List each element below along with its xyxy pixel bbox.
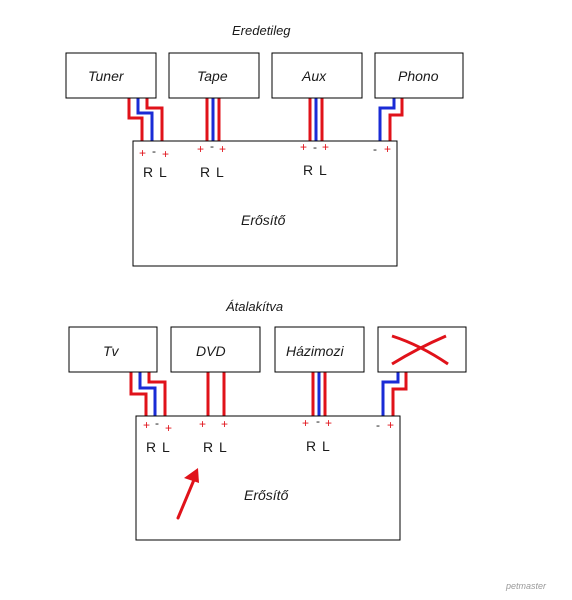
sign: + bbox=[197, 142, 204, 156]
device-tape: Tape bbox=[168, 52, 260, 99]
sign: + bbox=[302, 416, 309, 430]
device-label-dvd: DVD bbox=[196, 343, 226, 359]
device-label-aux: Aux bbox=[301, 68, 327, 84]
arrow-icon bbox=[176, 468, 199, 520]
sign: + bbox=[387, 418, 394, 432]
converted-title: Átalakítva bbox=[225, 299, 283, 314]
wire-phono-positive bbox=[388, 98, 404, 141]
amplifier-converted: Erősítő bbox=[135, 415, 401, 541]
device-label-tv: Tv bbox=[103, 343, 120, 359]
device-phono: Phono bbox=[374, 52, 464, 99]
original-terminal-signs: + - + + - + + - + - + bbox=[139, 139, 391, 161]
sign: + bbox=[384, 142, 391, 156]
sign: + bbox=[143, 418, 150, 432]
sign: - bbox=[316, 414, 320, 428]
device-hazimozi: Házimozi bbox=[274, 326, 365, 373]
wire-phono-negative bbox=[378, 98, 396, 141]
device-label-tuner: Tuner bbox=[88, 68, 125, 84]
channel-label: R L bbox=[306, 438, 331, 454]
sign: - bbox=[152, 144, 156, 158]
sign: - bbox=[313, 140, 317, 154]
channel-label: R L bbox=[143, 164, 168, 180]
channel-label: R L bbox=[303, 162, 328, 178]
sign: - bbox=[210, 139, 214, 153]
wire-removed-positive bbox=[391, 372, 408, 416]
sign: + bbox=[219, 142, 226, 156]
watermark: petmaster bbox=[505, 581, 547, 591]
device-aux: Aux bbox=[271, 52, 363, 99]
wire-tuner-negative bbox=[136, 98, 154, 141]
original-wires bbox=[127, 98, 404, 141]
sign: - bbox=[373, 142, 377, 156]
wire-tv-positive-right bbox=[129, 372, 148, 416]
device-removed bbox=[377, 326, 467, 373]
sign: + bbox=[322, 140, 329, 154]
sign: + bbox=[221, 417, 228, 431]
amplifier-original: Erősítő bbox=[132, 140, 398, 267]
original-title: Eredetileg bbox=[232, 23, 291, 38]
converted-wires bbox=[129, 372, 408, 416]
wire-tuner-positive-left bbox=[145, 98, 164, 141]
wire-removed-negative bbox=[381, 372, 400, 416]
amplifier-label-original: Erősítő bbox=[241, 212, 286, 228]
device-label-phono: Phono bbox=[398, 68, 439, 84]
sign: + bbox=[162, 147, 169, 161]
device-label-hazimozi: Házimozi bbox=[286, 343, 344, 359]
sign: + bbox=[139, 146, 146, 160]
sign: + bbox=[325, 416, 332, 430]
sign: + bbox=[199, 417, 206, 431]
wire-tv-positive-left bbox=[147, 372, 167, 416]
device-tv: Tv bbox=[68, 326, 158, 373]
sign: + bbox=[300, 140, 307, 154]
device-label-tape: Tape bbox=[197, 68, 228, 84]
device-tuner: Tuner bbox=[65, 52, 157, 99]
channel-label: R L bbox=[203, 439, 228, 455]
device-dvd: DVD bbox=[170, 326, 261, 373]
channel-label: R L bbox=[146, 439, 171, 455]
wire-tuner-positive-right bbox=[127, 98, 144, 141]
sign: - bbox=[155, 416, 159, 430]
cross-icon bbox=[391, 334, 449, 366]
converted-terminal-signs: + - + + + + - + - + bbox=[143, 414, 394, 435]
channel-label: R L bbox=[200, 164, 225, 180]
sign: + bbox=[165, 421, 172, 435]
wire-tv-negative bbox=[138, 372, 157, 416]
sign: - bbox=[376, 418, 380, 432]
amplifier-label-converted: Erősítő bbox=[244, 487, 289, 503]
